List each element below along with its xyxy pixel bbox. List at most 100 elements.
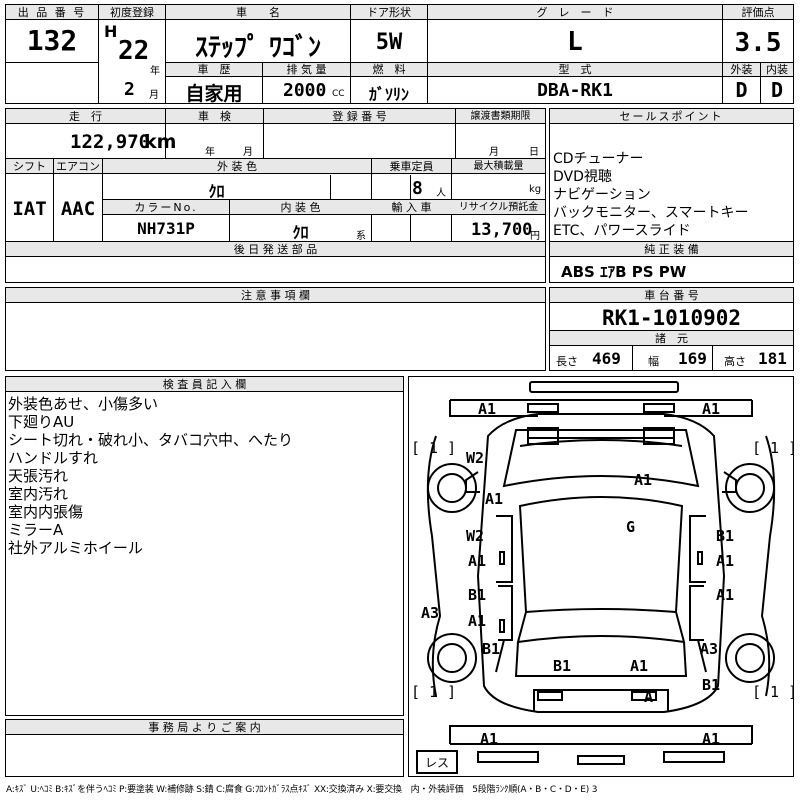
mark-quarter-left: B1: [482, 640, 501, 658]
door-label: ドア形状: [367, 6, 411, 19]
aircon-label: エアコン: [56, 160, 100, 173]
registration-label: 登 録 番 号: [332, 110, 387, 123]
width-value: 169: [678, 349, 707, 368]
transfer-month-unit: 月: [489, 147, 499, 158]
inspector-note: 社外アルミホイール: [8, 539, 143, 557]
rear-tag: レス: [424, 756, 449, 770]
notes-label: 注 意 事 項 欄: [241, 289, 310, 302]
mark-tire-fl: [ 1 ]: [411, 439, 457, 457]
mileage-label: 走 行: [69, 110, 102, 123]
import-label: 輸 入 車: [391, 201, 432, 214]
mark-front-left: A1: [478, 400, 497, 418]
transfer-doc-label: 譲渡書類期限: [470, 111, 531, 122]
mark-fender-fl2: A1: [485, 490, 504, 508]
recycle-unit: 円: [530, 231, 540, 242]
interior-grade-label: 内装: [766, 63, 788, 76]
mark-windshield: G: [626, 518, 636, 536]
grade-label: グ レ ー ド: [536, 6, 614, 19]
mark-rear-2: A1: [630, 657, 649, 675]
fuel-label: 燃 料: [372, 63, 406, 76]
inspector-note: 下廻りAU: [8, 413, 75, 431]
height-label: 高さ: [724, 355, 746, 368]
mark-door-rl-b: A1: [468, 612, 487, 630]
chassis-number: RK1-1010902: [601, 306, 742, 330]
shift-value: IAT: [12, 198, 47, 220]
mark-rear-bumper: A: [644, 688, 654, 706]
equipment-label: 純 正 装 備: [644, 243, 699, 256]
door-value: 5W: [375, 30, 403, 55]
score-value: 3.5: [734, 28, 782, 58]
mark-front-right: A1: [702, 400, 721, 418]
lot-label: 出 品 番 号: [17, 6, 87, 19]
notes-block: [5, 287, 546, 371]
capacity-unit: 人: [436, 188, 446, 199]
model-value: DBA-RK1: [537, 80, 613, 101]
inspection-year-unit: 年: [205, 147, 215, 158]
first-reg-era: H: [104, 22, 118, 41]
height-value: 181: [758, 349, 787, 368]
car-name: ｽﾃｯﾌﾟ ﾜｺﾞﾝ: [194, 33, 322, 63]
sales-points-list: CDチューナー DVD視聴 ナビゲーション バックモニター、スマートキー ETC…: [553, 150, 748, 240]
displacement-unit: CC: [332, 89, 345, 99]
later-parts-label: 後 日 発 送 部 品: [233, 243, 318, 256]
score-label: 評価点: [741, 6, 775, 19]
inspector-note: 室内汚れ: [8, 485, 69, 503]
car-name-label: 車 名: [236, 6, 280, 19]
max-load-label: 最大積載量: [473, 161, 524, 172]
dimensions-label: 諸 元: [655, 332, 688, 345]
interior-grade: D: [770, 78, 784, 102]
inspector-notes: 外装色あせ、小傷多い 下廻りAU シート切れ・破れ小、タバコ穴中、へたり ハンド…: [8, 395, 293, 557]
sales-points-block: [549, 108, 794, 283]
first-reg-label: 初度登録: [110, 6, 154, 19]
mark-door-rl-a: B1: [468, 586, 487, 604]
inspector-note: 室内内張傷: [8, 503, 84, 521]
inspection-month-unit: 月: [243, 147, 253, 158]
sales-point: DVD視聴: [553, 169, 612, 185]
first-reg-year-unit: 年: [150, 66, 160, 77]
color-no-value: NH731P: [137, 219, 195, 238]
history-value: 自家用: [185, 83, 243, 105]
color-no-label: カラーNo.: [134, 201, 198, 214]
mark-hood: A1: [634, 471, 653, 489]
mark-tire-fr: [ 1 ]: [752, 439, 798, 457]
capacity-value: 8: [412, 178, 423, 199]
mark-rear-left: A1: [480, 730, 499, 748]
mark-quarter-right-2: B1: [702, 676, 721, 694]
sales-point: バックモニター、スマートキー: [553, 205, 749, 221]
inspection-label: 車 検: [198, 110, 231, 123]
exterior-grade-label: 外装: [730, 63, 753, 76]
history-label: 車 歴: [197, 63, 231, 76]
equipment-value: ABS ｴｱB PS PW: [561, 263, 687, 281]
first-reg-year: 22: [118, 36, 150, 66]
shift-label: シフト: [13, 160, 46, 173]
int-color-label: 内 装 色: [280, 201, 321, 214]
mark-rear-right: A1: [702, 730, 721, 748]
inspector-note: 天張汚れ: [8, 467, 69, 485]
mark-door-fl-b: A1: [468, 552, 487, 570]
mileage-unit: km: [144, 131, 177, 153]
damage-code-legend: A:ｷｽﾞ U:ﾍｺﾐ B:ｷｽﾞを伴うﾍｺﾐ P:要塗装 W:補修跡 S:錆 …: [6, 785, 598, 795]
inspector-label: 検 査 員 記 入 欄: [162, 378, 247, 391]
grade-value: L: [567, 27, 583, 57]
model-label: 型 式: [558, 63, 592, 76]
first-reg-month: 2: [124, 79, 135, 100]
top-info-block: [5, 4, 794, 104]
recycle-label: リサイクル預託金: [458, 202, 539, 213]
sales-points-label: セールスポイント: [619, 110, 724, 123]
width-label: 幅: [648, 355, 659, 368]
chassis-label: 車 台 番 号: [644, 289, 699, 302]
inspector-note: シート切れ・破れ小、タバコ穴中、へたり: [8, 431, 294, 449]
inspector-note: ハンドルすれ: [8, 449, 99, 467]
fuel-value: ｶﾞｿﾘﾝ: [368, 85, 409, 104]
detail-block: [5, 108, 546, 283]
mark-door-fr-a: B1: [716, 527, 735, 545]
mark-door-fl-a: W2: [466, 527, 485, 545]
car-diagram: [426, 381, 776, 765]
sales-point: ナビゲーション: [553, 187, 651, 203]
inspector-note: ミラーA: [8, 521, 64, 539]
int-color-value: ｸﾛ: [292, 223, 309, 242]
aircon-value: AAC: [60, 198, 96, 220]
mark-sill-left: A3: [421, 604, 440, 622]
exterior-grade: D: [735, 78, 748, 102]
recycle-value: 13,700: [471, 220, 533, 240]
